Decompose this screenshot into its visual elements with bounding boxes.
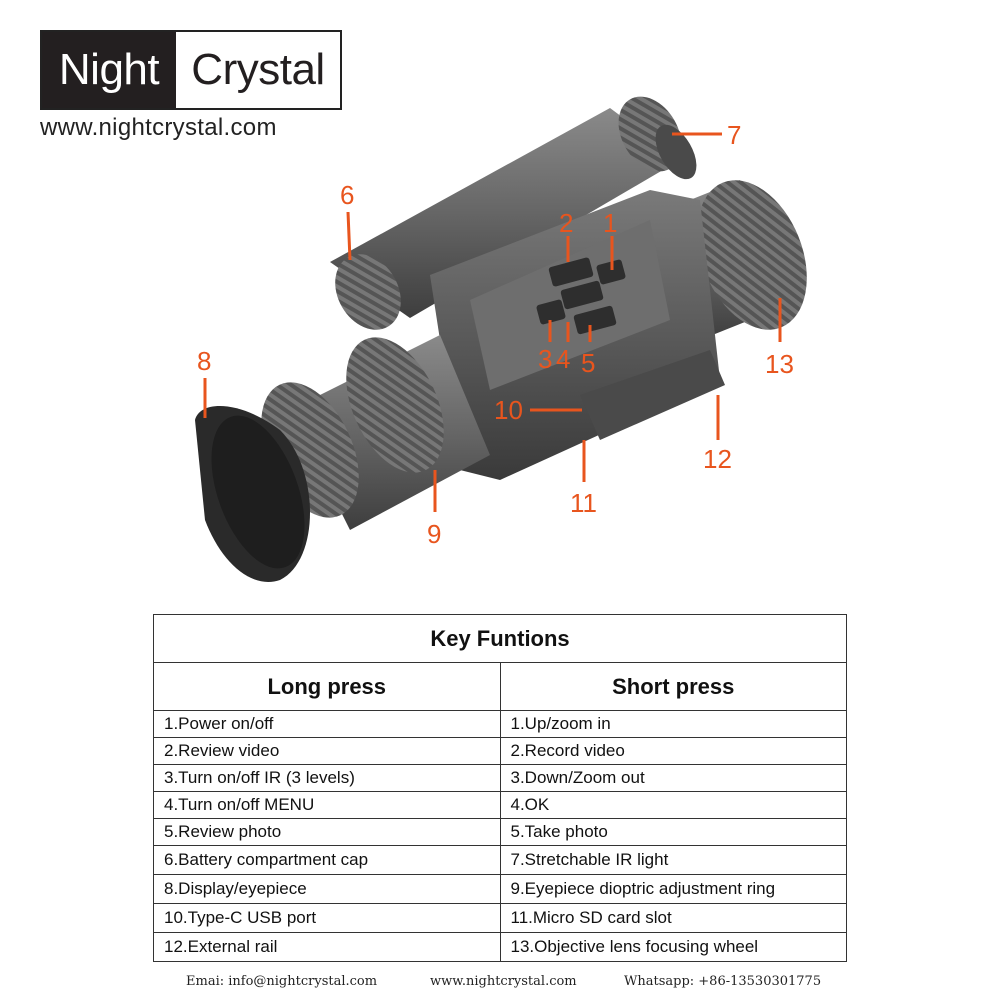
long-press-cell: 2.Review video [153,737,501,765]
table-row: 4.Turn on/off MENU 4.OK [153,791,847,819]
short-press-cell: 5.Take photo [499,818,847,846]
table-row: 8.Display/eyepiece 9.Eyepiece dioptric a… [153,874,847,904]
callout-6: 6 [340,180,354,210]
key-functions-table: Key Funtions Long press Short press 1.Po… [153,614,847,962]
long-press-cell: 3.Turn on/off IR (3 levels) [153,764,501,792]
table-title: Key Funtions [153,614,847,663]
logo-night-text: Night [42,32,176,108]
footer-website[interactable]: www.nightcrystal.com [430,974,577,989]
night-vision-device-illustration: 1 2 3 4 5 6 7 8 9 10 11 12 13 [195,96,807,582]
long-press-cell: 5.Review photo [153,818,501,846]
callout-2: 2 [559,208,573,238]
callout-10: 10 [494,395,523,425]
footer-email[interactable]: Emai: info@nightcrystal.com [186,974,378,989]
short-press-cell: 3.Down/Zoom out [499,764,847,792]
part-cell: 10.Type-C USB port [153,903,501,933]
brand-logo: Night Crystal [40,30,342,110]
callout-9: 9 [427,519,441,549]
eyepiece [195,335,490,582]
callout-lines [203,132,782,512]
table-row: 5.Review photo 5.Take photo [153,818,847,846]
table-row: 10.Type-C USB port 11.Micro SD card slot [153,903,847,933]
callout-numbers: 1 2 3 4 5 6 7 8 9 10 11 12 13 [197,120,794,549]
callout-11: 11 [570,488,597,518]
callout-3: 3 [538,344,552,374]
callout-5: 5 [581,348,595,378]
short-press-cell: 4.OK [499,791,847,819]
website-url[interactable]: www.nightcrystal.com [40,114,277,141]
long-press-cell: 4.Turn on/off MENU [153,791,501,819]
part-cell: 12.External rail [153,932,501,962]
callout-12: 12 [703,444,732,474]
device-body [430,190,725,480]
logo-crystal-text: Crystal [176,32,340,108]
table-row: 2.Review video 2.Record video [153,737,847,765]
callout-8: 8 [197,346,211,376]
callout-13: 13 [765,349,794,379]
callout-1: 1 [603,208,617,238]
part-cell: 6.Battery compartment cap [153,845,501,875]
column-header-long-press: Long press [153,662,501,711]
part-cell: 11.Micro SD card slot [499,903,847,933]
short-press-cell: 1.Up/zoom in [499,710,847,738]
long-press-cell: 1.Power on/off [153,710,501,738]
part-cell: 8.Display/eyepiece [153,874,501,904]
callout-4: 4 [556,344,570,374]
part-cell: 9.Eyepiece dioptric adjustment ring [499,874,847,904]
table-row: 1.Power on/off 1.Up/zoom in [153,710,847,738]
ir-light-tube [330,96,697,330]
part-cell: 7.Stretchable IR light [499,845,847,875]
table-row: 12.External rail 13.Objective lens focus… [153,932,847,962]
callout-7: 7 [727,120,741,150]
part-cell: 13.Objective lens focusing wheel [499,932,847,962]
column-header-short-press: Short press [499,662,847,711]
short-press-cell: 2.Record video [499,737,847,765]
table-row: 3.Turn on/off IR (3 levels) 3.Down/Zoom … [153,764,847,792]
footer-whatsapp[interactable]: Whatsapp: +86-13530301775 [624,974,822,989]
table-row: 6.Battery compartment cap 7.Stretchable … [153,845,847,875]
